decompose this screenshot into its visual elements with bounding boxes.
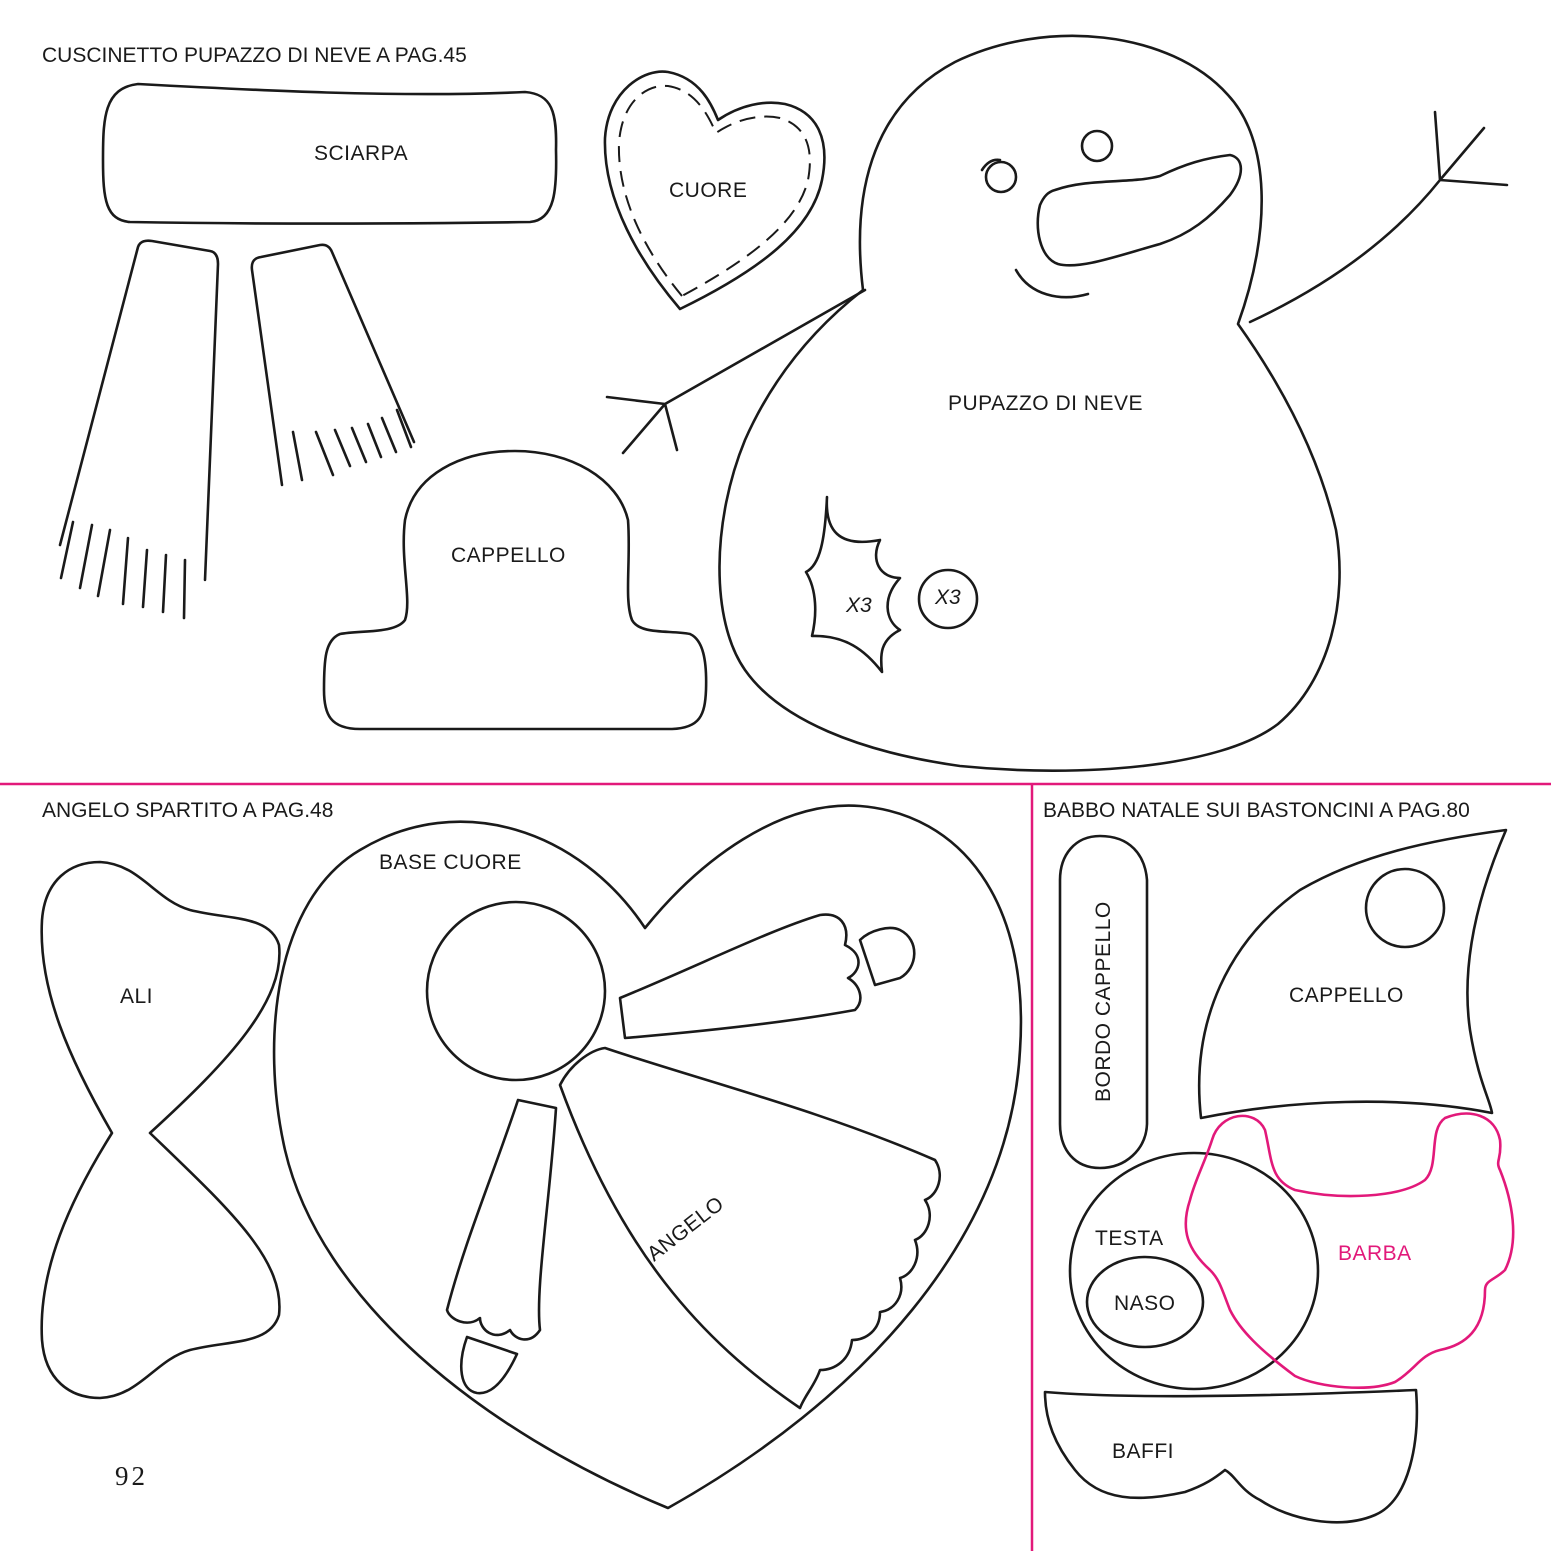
snowman-eye-left	[984, 160, 1018, 194]
snowman-carrot-nose	[1036, 153, 1243, 267]
santa-nose-shape	[1085, 1255, 1205, 1349]
santa-nose-label: NASO	[1114, 1292, 1176, 1315]
snowman-eye-lash	[980, 158, 1002, 172]
scarf-label: SCIARPA	[314, 142, 408, 165]
heart-base-pattern: BASE CUORE	[272, 804, 1023, 1510]
berry-shape	[917, 568, 979, 630]
angel-pattern: ANGELO	[425, 900, 941, 1410]
holly-leaf-quantity: X3	[845, 594, 872, 617]
scarf-pattern: SCIARPA	[58, 82, 558, 620]
scarf-band-shape	[101, 82, 558, 225]
santa-beard-shape	[1184, 1112, 1515, 1389]
wings-shape	[40, 860, 281, 1400]
page-number: 92	[115, 1461, 148, 1491]
santa-beard-pattern: BARBA	[1184, 1112, 1515, 1389]
scarf-fringe-left	[59, 520, 187, 620]
santa-head-shape	[1068, 1151, 1320, 1391]
heart-shape	[603, 70, 826, 311]
angel-hand-upper-shape	[858, 926, 916, 987]
snowman-arm-left	[605, 288, 867, 455]
santa-head-label: TESTA	[1095, 1227, 1164, 1250]
section-title-snowman: CUSCINETTO PUPAZZO DI NEVE A PAG.45	[42, 44, 467, 67]
angel-head-shape	[425, 900, 607, 1082]
section-title-santa: BABBO NATALE SUI BASTONCINI A PAG.80	[1043, 799, 1470, 822]
wings-pattern: ALI	[40, 860, 281, 1400]
scarf-tail-right	[250, 243, 416, 487]
santa-hat-pattern: CAPPELLO	[1197, 828, 1508, 1120]
angel-hand-lower-shape	[460, 1335, 519, 1395]
santa-hat-pompom	[1364, 867, 1446, 949]
heart-label: CUORE	[669, 179, 747, 202]
angel-label: ANGELO	[643, 1192, 728, 1266]
heart-base-label: BASE CUORE	[379, 851, 522, 874]
berry-quantity: X3	[934, 586, 961, 609]
section-title-angel: ANGELO SPARTITO A PAG.48	[42, 799, 333, 822]
hat-brim-label: BORDO CAPPELLO	[1092, 901, 1115, 1102]
santa-hat-shape	[1197, 828, 1508, 1120]
angel-arm-lower-shape	[445, 1098, 558, 1341]
santa-beard-label: BARBA	[1338, 1242, 1412, 1265]
heart-base-shape	[272, 804, 1023, 1510]
snowman-hat-shape	[322, 449, 708, 731]
scarf-tail-left	[58, 239, 220, 582]
wings-label: ALI	[120, 985, 153, 1008]
mustache-shape	[1043, 1388, 1419, 1524]
snowman-hat-label: CAPPELLO	[451, 544, 566, 567]
snowman-arm-right	[1248, 110, 1509, 324]
hat-brim-shape	[1058, 834, 1149, 1170]
heart-pattern: CUORE	[603, 70, 826, 311]
snowman-eye-right	[1080, 129, 1114, 163]
heart-stitch-line	[617, 84, 811, 298]
snowman-body-shape	[718, 34, 1341, 772]
santa-head-pattern: TESTA NASO	[1068, 1151, 1320, 1391]
snowman-hat-pattern: CAPPELLO	[322, 449, 708, 731]
hat-brim-pattern: BORDO CAPPELLO	[1058, 834, 1149, 1170]
angel-dress-shape	[558, 1046, 941, 1410]
mustache-label: BAFFI	[1112, 1440, 1174, 1463]
snowman-label: PUPAZZO DI NEVE	[948, 392, 1143, 415]
angel-arm-upper-shape	[618, 913, 862, 1040]
snowman-pattern: PUPAZZO DI NEVE X3 X3	[605, 34, 1509, 772]
holly-leaf-shape	[804, 495, 902, 674]
santa-hat-label: CAPPELLO	[1289, 984, 1404, 1007]
snowman-mouth	[1014, 268, 1090, 299]
scarf-fringe-right	[291, 408, 413, 482]
mustache-pattern: BAFFI	[1043, 1388, 1419, 1524]
